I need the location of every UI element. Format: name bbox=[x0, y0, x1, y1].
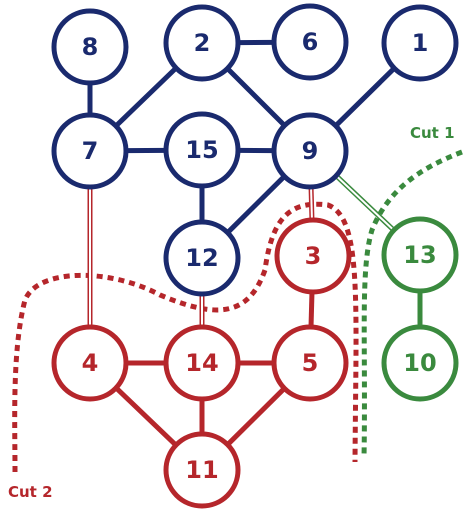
edge-1-9 bbox=[333, 66, 397, 128]
node-6-circle bbox=[271, 3, 349, 81]
node-4-circle bbox=[51, 324, 129, 402]
node-4-label: 4 bbox=[82, 349, 99, 377]
node-5-circle bbox=[271, 324, 349, 402]
cut-2-line bbox=[12, 201, 359, 473]
node-15-label: 15 bbox=[185, 136, 218, 164]
node-10-circle bbox=[381, 324, 459, 402]
graph-edges bbox=[87, 39, 423, 447]
node-1-circle bbox=[381, 4, 459, 82]
edge-9-12 bbox=[225, 174, 287, 235]
node-3-circle bbox=[274, 217, 352, 295]
node-8-label: 8 bbox=[82, 33, 99, 61]
cut-1-label: Cut 1 bbox=[410, 124, 455, 142]
node-14-circle bbox=[163, 324, 241, 402]
node-8-circle bbox=[51, 8, 129, 86]
node-13-circle bbox=[381, 216, 459, 294]
node-7: 7 bbox=[51, 112, 129, 190]
node-9-label: 9 bbox=[302, 137, 319, 165]
node-13-label: 13 bbox=[403, 241, 436, 269]
node-6-label: 6 bbox=[302, 28, 319, 56]
node-5: 5 bbox=[271, 324, 349, 402]
edge-9-13-cut-edge bbox=[334, 173, 396, 233]
node-1-label: 1 bbox=[412, 29, 429, 57]
edge-4-11 bbox=[114, 386, 178, 447]
edge-2-7 bbox=[114, 66, 178, 128]
node-14-label: 14 bbox=[185, 349, 218, 377]
node-3-label: 3 bbox=[305, 242, 322, 270]
edge-3-5 bbox=[308, 291, 315, 328]
node-12: 12 bbox=[163, 219, 241, 297]
node-6: 6 bbox=[271, 3, 349, 81]
node-5-label: 5 bbox=[302, 349, 319, 377]
node-7-label: 7 bbox=[82, 137, 99, 165]
node-2-label: 2 bbox=[194, 29, 211, 57]
node-7-circle bbox=[51, 112, 129, 190]
graph-nodes: 8 2 6 1 7 15 9 12 3 4 14 5 11 13 10 bbox=[51, 3, 459, 509]
node-8: 8 bbox=[51, 8, 129, 86]
node-1: 1 bbox=[381, 4, 459, 82]
edge-5-11 bbox=[225, 386, 287, 447]
node-15-circle bbox=[163, 111, 241, 189]
node-10-label: 10 bbox=[403, 349, 436, 377]
node-11-label: 11 bbox=[185, 456, 218, 484]
cut-lines bbox=[12, 149, 463, 473]
edge-9-3-inner bbox=[310, 186, 313, 221]
node-12-label: 12 bbox=[185, 244, 218, 272]
node-9-circle bbox=[271, 112, 349, 190]
node-9: 9 bbox=[271, 112, 349, 190]
node-11: 11 bbox=[163, 431, 241, 509]
node-14: 14 bbox=[163, 324, 241, 402]
edge-2-9 bbox=[225, 66, 287, 128]
node-4: 4 bbox=[51, 324, 129, 402]
cut-1-line bbox=[361, 149, 463, 459]
node-10: 10 bbox=[381, 324, 459, 402]
node-3: 3 bbox=[274, 217, 352, 295]
edge-9-13-inner bbox=[335, 175, 395, 231]
edge-9-3-cut-edge bbox=[308, 186, 315, 221]
node-2-circle bbox=[163, 4, 241, 82]
node-15: 15 bbox=[163, 111, 241, 189]
node-12-circle bbox=[163, 219, 241, 297]
node-13: 13 bbox=[381, 216, 459, 294]
node-11-circle bbox=[163, 431, 241, 509]
node-2: 2 bbox=[163, 4, 241, 82]
cut-2-label: Cut 2 bbox=[8, 483, 53, 501]
